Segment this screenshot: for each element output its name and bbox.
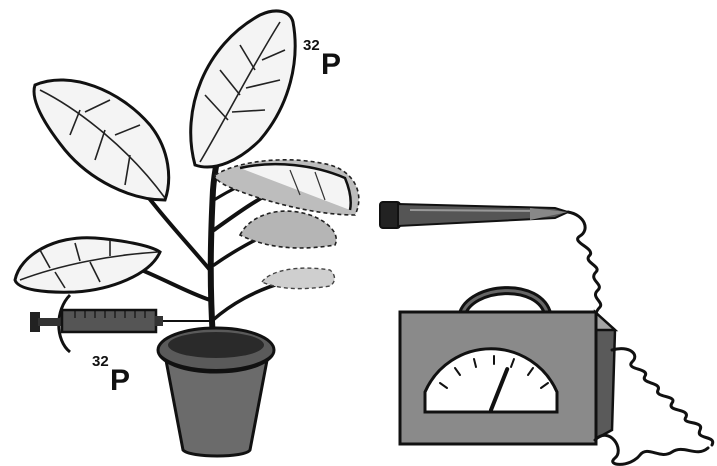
leaf-top: [191, 11, 295, 167]
leaf-right-upper: [215, 160, 359, 215]
leaf-isotope-label: 32 P: [303, 37, 341, 81]
syringe-isotope-label: 32 P: [92, 353, 130, 397]
leaf-upper-left: [34, 80, 169, 200]
flower-pot: [158, 328, 274, 456]
geiger-counter: [400, 291, 615, 444]
svg-text:P: P: [110, 364, 130, 397]
svg-text:32: 32: [303, 37, 320, 54]
svg-text:32: 32: [92, 353, 109, 370]
syringe-barrel: [62, 310, 156, 332]
leaf-right-lower: [262, 268, 335, 289]
svg-text:P: P: [321, 48, 341, 81]
geiger-probe: [380, 202, 568, 228]
leaf-left: [15, 238, 160, 292]
probe-cable: [568, 212, 601, 320]
plant: [15, 11, 359, 456]
